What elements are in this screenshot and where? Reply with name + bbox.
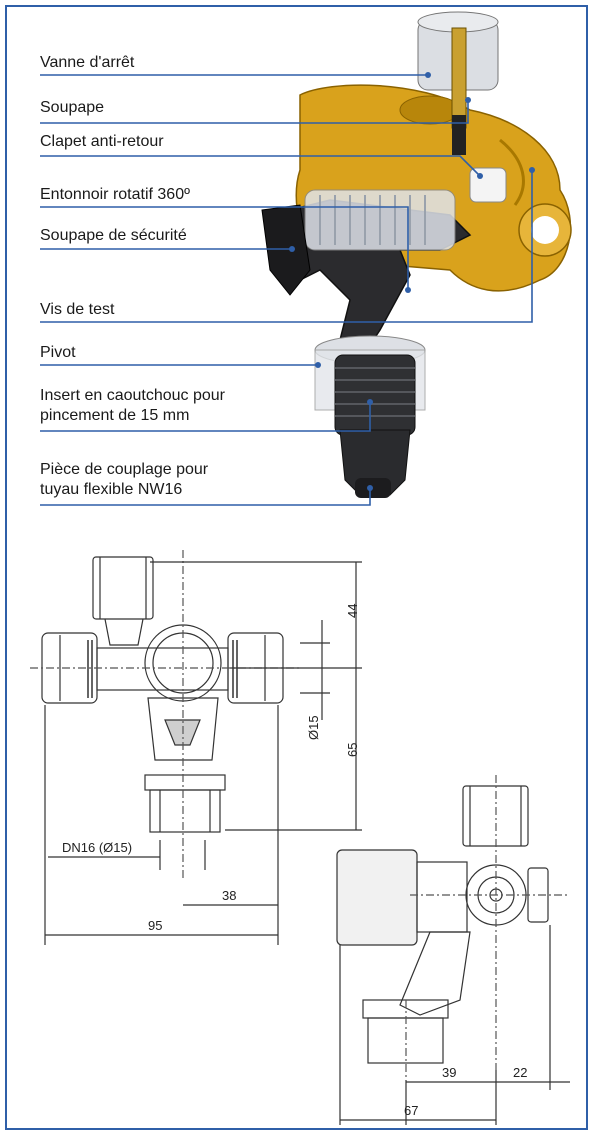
dim-39: 39 [442, 1065, 456, 1080]
callout-rubber-insert: Insert en caoutchouc pour pincement de 1… [40, 386, 225, 426]
callout-check-valve: Clapet anti-retour [40, 133, 164, 150]
callout-coupling-piece-line2: tuyau flexible NW16 [40, 481, 183, 498]
callout-safety-valve: Soupape de sécurité [40, 227, 187, 244]
valve-render [261, 11, 572, 498]
side-view-drawing [336, 775, 570, 1125]
callout-rubber-insert-line1: Insert en caoutchouc pour [40, 387, 226, 404]
callout-pivot: Pivot [40, 344, 76, 361]
callout-valve: Soupape [40, 99, 105, 116]
callout-test-screw: Vis de test [40, 301, 115, 318]
leader-dots [289, 72, 535, 491]
dim-dia15: Ø15 [306, 715, 321, 740]
callout-coupling-piece-line1: Pièce de couplage pour [40, 461, 209, 478]
callout-leaders [40, 74, 533, 506]
callout-coupling-piece: Pièce de couplage pour tuyau flexible NW… [40, 460, 208, 500]
front-view-drawing [30, 550, 362, 945]
dim-65: 65 [345, 743, 360, 757]
dim-22: 22 [513, 1065, 527, 1080]
callout-rubber-insert-line2: pincement de 15 mm [40, 407, 190, 424]
dim-dn16: DN16 (Ø15) [62, 840, 132, 855]
dim-44: 44 [345, 604, 360, 618]
callout-rotating-funnel: Entonnoir rotatif 360º [40, 186, 190, 203]
dim-67: 67 [404, 1103, 418, 1118]
dim-38: 38 [222, 888, 236, 903]
callout-shutoff-valve: Vanne d'arrêt [40, 54, 135, 71]
figure-frame [5, 5, 588, 1130]
dim-95: 95 [148, 918, 162, 933]
